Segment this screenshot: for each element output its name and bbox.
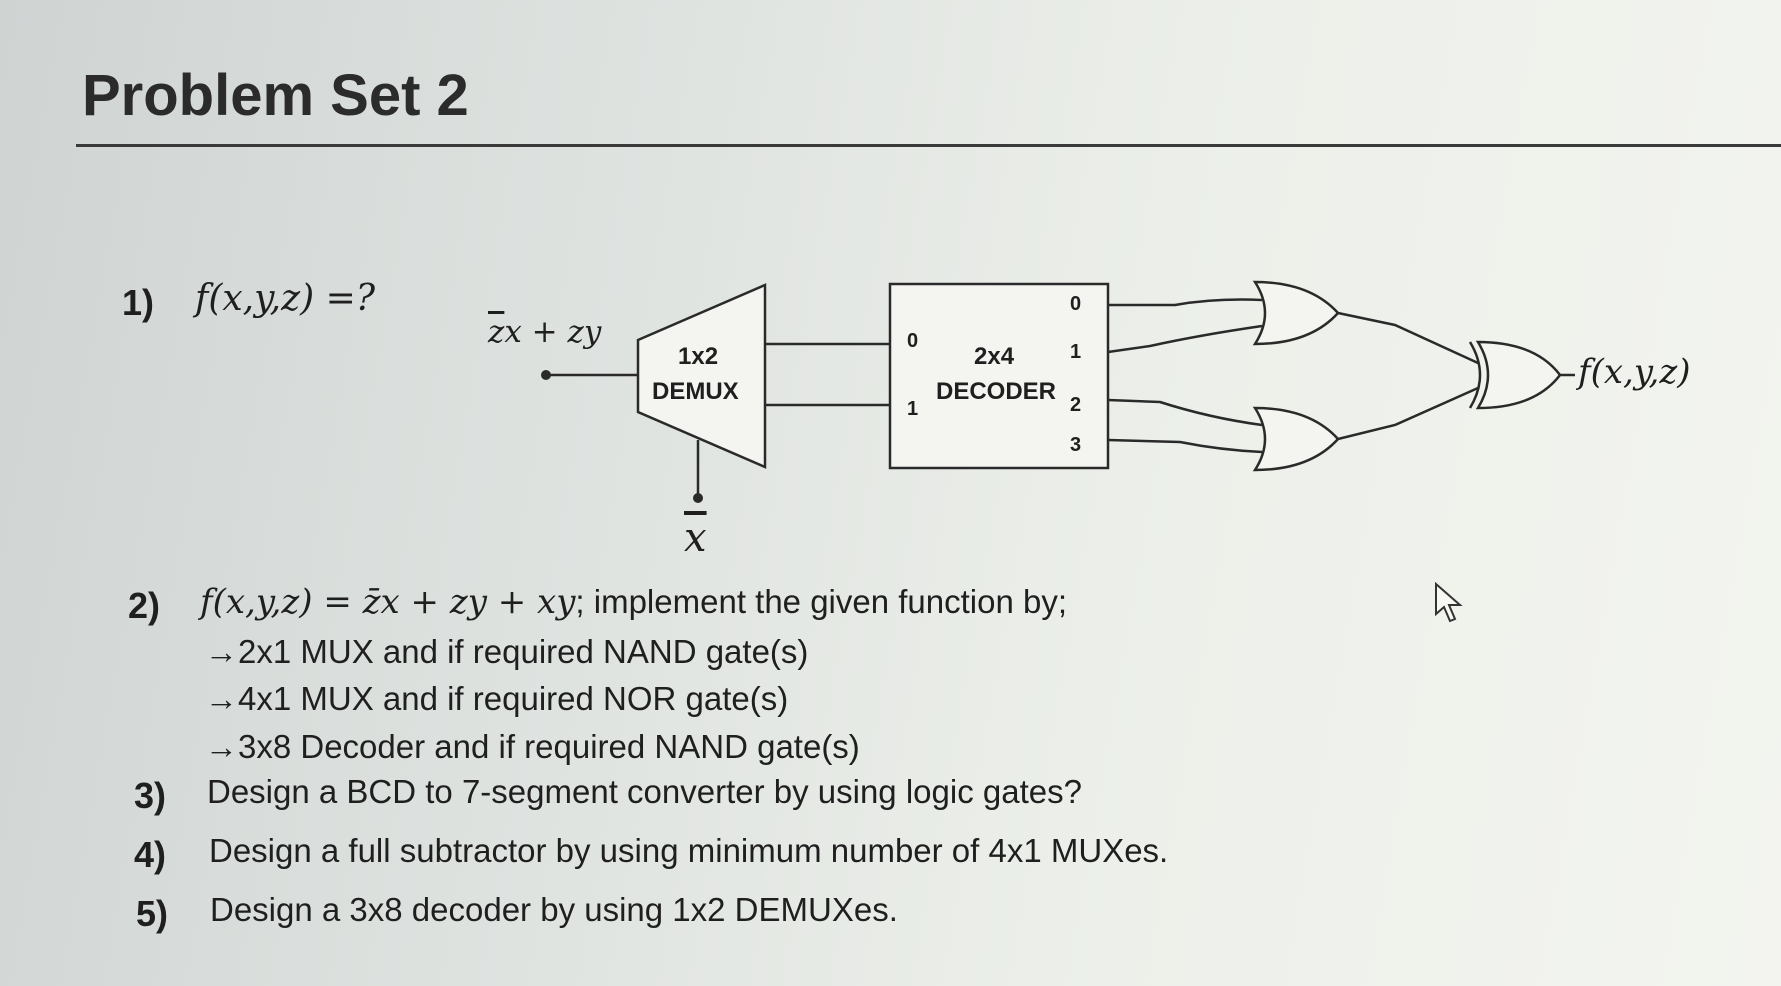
xor-gate: [1475, 340, 1562, 410]
problem-4-number: 4): [134, 834, 167, 875]
problem-3-number: 3): [134, 775, 167, 816]
problem-1-number: 1): [122, 282, 155, 323]
input-label-rest: x + zy: [504, 314, 602, 350]
problem-2-text: ; implement the given function by;: [575, 583, 1068, 620]
problem-3-text: Design a BCD to 7-segment converter by u…: [207, 773, 1082, 810]
decoder-label-1: 2x4: [974, 343, 1015, 370]
decoder-block: [888, 282, 1110, 470]
input-label: zx + zy: [488, 314, 601, 350]
problem-2-sub-3: →3x8 Decoder and if required NAND gate(s…: [205, 728, 860, 765]
problem-2-number: 2): [128, 585, 161, 626]
problem-2-sub-1: →2x1 MUX and if required NAND gate(s): [205, 633, 809, 670]
decoder-output-3: 3: [1070, 434, 1082, 456]
or-gate-1: [1252, 280, 1340, 346]
decoder-label-2: DECODER: [936, 378, 1057, 405]
demux-block: [636, 283, 767, 469]
decoder-input-1: 1: [907, 398, 919, 420]
problem-2-line: f(x,y,z) = z̄x + zy + xy; implement the …: [200, 582, 1067, 622]
decoder-output-0: 0: [1070, 293, 1082, 315]
mouse-pointer-icon: [1435, 582, 1463, 623]
decoder-input-0: 0: [907, 330, 919, 352]
problem-5-number: 5): [136, 893, 169, 934]
or-gate-2: [1252, 406, 1340, 472]
xor-gate-back: [1468, 341, 1482, 409]
demux-label-1: 1x2: [678, 343, 719, 370]
input-label-z: z: [488, 314, 505, 350]
problem-1-text: f(x,y,z) =?: [195, 278, 376, 319]
decoder-out3-wire: [1107, 438, 1263, 454]
problem-5-text: Design a 3x8 decoder by using 1x2 DEMUXe…: [210, 891, 898, 928]
decoder-output-2: 2: [1070, 394, 1082, 416]
problem-2-sub-2: →4x1 MUX and if required NOR gate(s): [205, 680, 789, 717]
title-divider: [76, 144, 1781, 147]
demux-label-2: DEMUX: [652, 378, 739, 405]
problem-4-text: Design a full subtractor by using minimu…: [209, 832, 1169, 869]
input-node: [541, 370, 551, 380]
problem-2-math: f(x,y,z) = z̄x + zy + xy: [200, 582, 576, 622]
select-label: x: [684, 515, 707, 561]
select-node: [693, 493, 703, 503]
output-label: f(x,y,z): [1578, 352, 1691, 392]
decoder-out1-wire: [1107, 324, 1263, 354]
page-title: Problem Set 2: [82, 63, 469, 128]
decoder-out2-wire: [1107, 398, 1263, 427]
or2-to-xor-wire: [1337, 386, 1479, 441]
or1-to-xor-wire: [1337, 311, 1479, 365]
decoder-output-1: 1: [1070, 341, 1082, 363]
decoder-out0-wire: [1108, 298, 1263, 307]
